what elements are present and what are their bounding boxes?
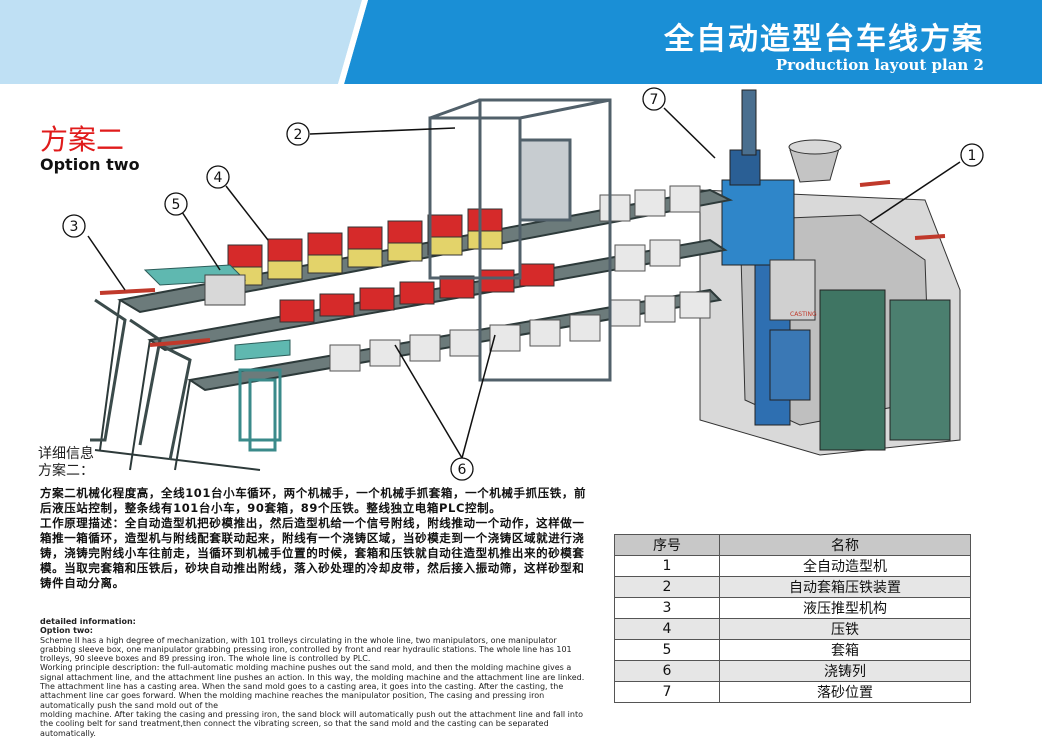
- callout-4: 4: [214, 170, 223, 186]
- table-cell-no: 6: [614, 660, 720, 682]
- hydraulic-cylinders: [99, 180, 946, 347]
- manipulator-base: [143, 264, 291, 361]
- table-cell-name: 自动套箱压铁装置: [719, 576, 971, 598]
- table-cell-no: 4: [614, 618, 720, 640]
- parts-table: 序号 名称 1 全自动造型机 2 自动套箱压铁装置 3 液压推型机构 4 压铁 …: [614, 534, 971, 703]
- callout-6: 6: [458, 462, 467, 478]
- table-cell-name: 全自动造型机: [719, 555, 971, 577]
- header-banner: 全自动造型台车线方案 Production layout plan 2: [0, 0, 1042, 84]
- sleeve-boxes-row-1: [227, 230, 503, 286]
- callout-2: 2: [294, 127, 303, 143]
- table-row: 2 自动套箱压铁装置: [614, 576, 971, 598]
- description-en-heading: detailed information:: [40, 617, 136, 626]
- page-title-cn: 全自动造型台车线方案: [664, 22, 984, 57]
- table-cell-no: 2: [614, 576, 720, 598]
- details-heading-1: 详细信息: [38, 446, 94, 462]
- table-cell-name: 液压推型机构: [719, 597, 971, 619]
- table-row: 7 落砂位置: [614, 681, 971, 703]
- page-title-en: Production layout plan 2: [775, 56, 984, 74]
- description-en-paragraph-3: molding machine. After taking the casing…: [40, 709, 584, 738]
- plan-title-cn: 方案二: [40, 123, 125, 156]
- details-heading: 详细信息 方案二：: [38, 446, 94, 480]
- callout-1: 1: [968, 148, 977, 164]
- molding-machine: CASTING: [699, 89, 961, 456]
- pressing-irons-row-2: [279, 263, 555, 323]
- table-header-name: 名称: [719, 534, 971, 556]
- details-heading-2: 方案二：: [38, 463, 94, 479]
- callout-circles: [62, 87, 984, 481]
- description-cn-paragraph-1: 方案二机械化程度高，全线101台小车循环，两个机械手，一个机械手抓套箱，一个机械…: [40, 486, 587, 515]
- production-line-illustration: CASTING: [62, 87, 984, 481]
- description-en-subheading: Option two:: [40, 626, 93, 636]
- table-cell-name: 落砂位置: [719, 681, 971, 703]
- description-cn: 方案二机械化程度高，全线101台小车循环，两个机械手，一个机械手抓套箱，一个机械…: [40, 486, 588, 591]
- description-en-paragraph-2: Working principle description: the full-…: [40, 663, 585, 710]
- callout-lines: [87, 107, 961, 459]
- table-row: 6 浇铸列: [614, 660, 971, 682]
- description-en: detailed information: Option two: Scheme…: [40, 617, 592, 738]
- table-cell-no: 3: [614, 597, 720, 619]
- sand-molds: [329, 185, 711, 372]
- table-row: 5 套箱: [614, 639, 971, 661]
- table-cell-no: 7: [614, 681, 720, 703]
- callout-7: 7: [650, 92, 659, 108]
- callout-3: 3: [70, 219, 79, 235]
- hydraulic-stands: [90, 298, 282, 461]
- table-header-no: 序号: [614, 534, 720, 556]
- table-row: 3 液压推型机构: [614, 597, 971, 619]
- callout-5: 5: [172, 197, 181, 213]
- brand-text: CASTING: [790, 311, 817, 318]
- description-cn-paragraph-2: 工作原理描述：全自动造型机把砂模推出，然后造型机给一个信号附线，附线推动一个动作…: [40, 516, 585, 590]
- table-row: 1 全自动造型机: [614, 555, 971, 577]
- description-en-paragraph-1: Scheme II has a high degree of mechaniza…: [40, 635, 572, 664]
- plan-title-en: Option two: [40, 155, 140, 174]
- table-cell-name: 压铁: [719, 618, 971, 640]
- manipulator-gantry: [428, 98, 612, 382]
- table-row: 4 压铁: [614, 618, 971, 640]
- table-cell-no: 1: [614, 555, 720, 577]
- table-cell-name: 套箱: [719, 639, 971, 661]
- pressing-irons-row-1: [227, 208, 503, 268]
- table-header-row: 序号 名称: [614, 534, 971, 556]
- banner-graphic: [0, 0, 1042, 84]
- table-cell-no: 5: [614, 639, 720, 661]
- table-cell-name: 浇铸列: [719, 660, 971, 682]
